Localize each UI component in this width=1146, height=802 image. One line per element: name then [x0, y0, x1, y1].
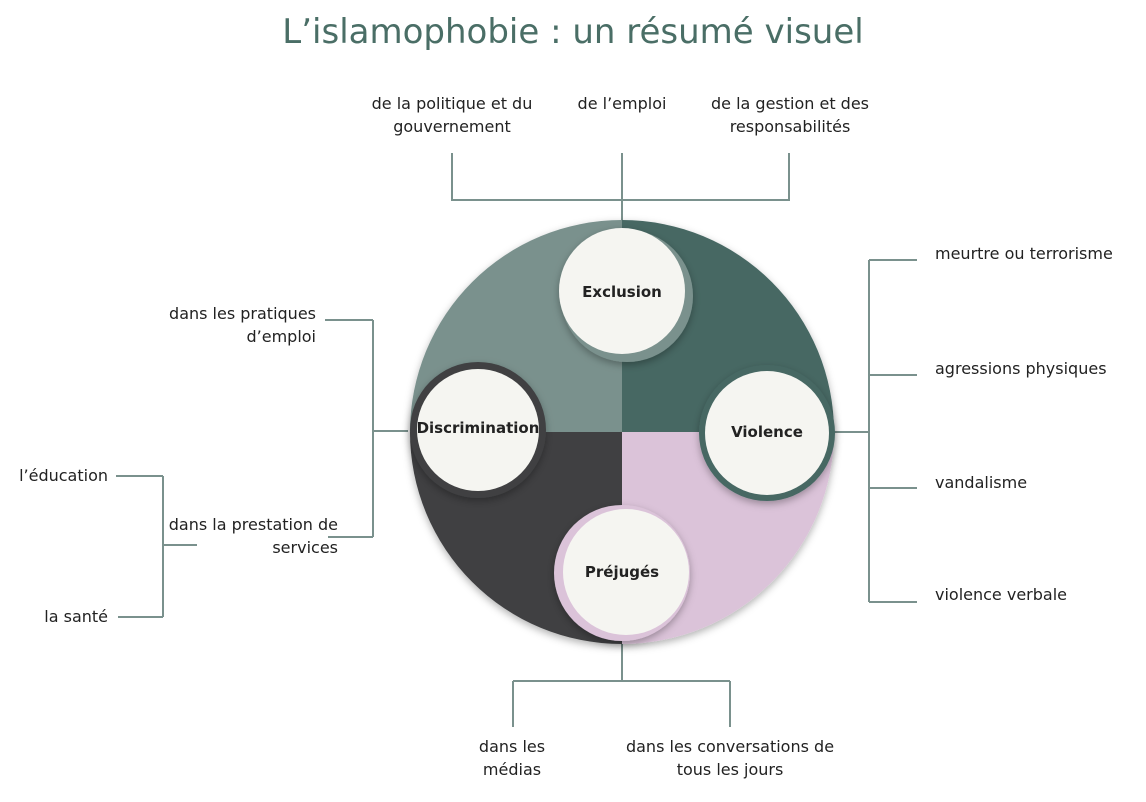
exclusion-item: de la gestion et des responsabilités: [710, 94, 870, 136]
services-sub-item: l’éducation: [19, 466, 108, 485]
node-prejuges: [563, 509, 689, 635]
node-discrimination: [417, 369, 539, 491]
discrimination-item: dans les pratiques d’emploi: [169, 304, 316, 346]
node-exclusion: [559, 228, 685, 354]
node-violence: [705, 371, 829, 495]
violence-item: agressions physiques: [935, 359, 1107, 378]
label-discrimination: Discrimination: [416, 419, 540, 437]
label-violence: Violence: [731, 423, 803, 441]
services-sub-item: la santé: [44, 607, 108, 626]
label-prejuges: Préjugés: [584, 563, 660, 581]
prejuges-item: dans les conversations de tous les jours: [625, 737, 835, 779]
exclusion-item: de la politique et du gouvernement: [371, 94, 533, 136]
discrimination-item: dans la prestation de services: [168, 515, 338, 557]
page-title: L’islamophobie : un résumé visuel: [282, 12, 864, 52]
violence-item: violence verbale: [935, 585, 1067, 604]
connector-lines: [116, 153, 917, 727]
violence-item: meurtre ou terrorisme: [935, 244, 1113, 263]
prejuges-item: dans les médias: [478, 737, 546, 779]
label-exclusion: Exclusion: [582, 283, 662, 301]
violence-item: vandalisme: [935, 473, 1028, 492]
exclusion-item: de l’emploi: [577, 94, 667, 113]
